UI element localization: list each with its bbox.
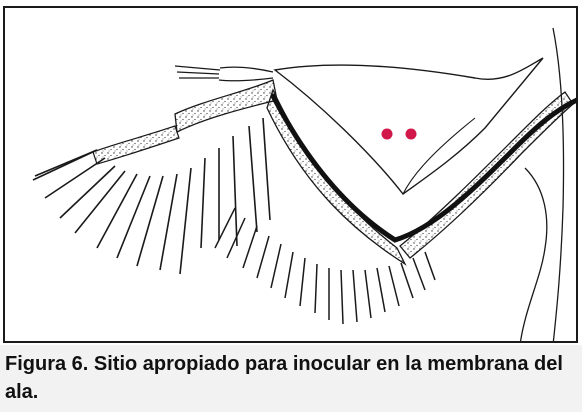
wing-drawing <box>5 8 578 343</box>
wing-tip-claws <box>175 66 273 81</box>
digit <box>93 126 179 164</box>
injection-site-marker <box>406 129 417 140</box>
secondary-feathers <box>215 208 435 324</box>
hand-bones <box>175 80 277 132</box>
wing-illustration <box>3 6 578 343</box>
figure-caption: Figura 6. Sitio apropiado para inocular … <box>5 350 565 406</box>
injection-site-marker <box>382 129 393 140</box>
